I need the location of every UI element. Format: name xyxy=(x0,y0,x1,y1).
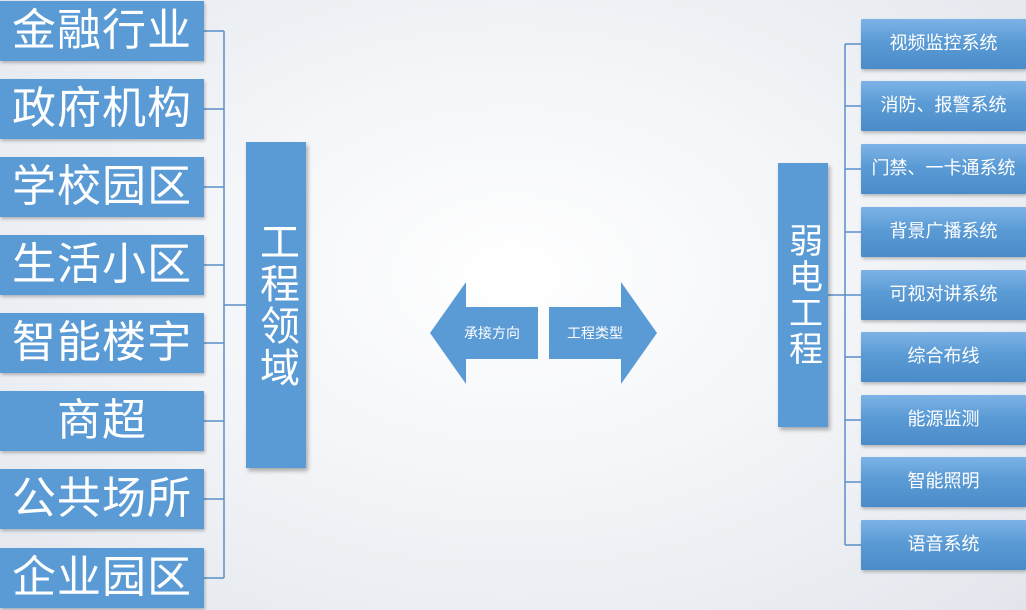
industry-box-supermarket: 商超 xyxy=(0,391,204,451)
system-box-voice-system: 语音系统 xyxy=(861,520,1026,570)
industry-box-finance: 金融行业 xyxy=(0,1,204,61)
left-arrow: 承接方向 xyxy=(430,282,538,384)
industry-box-enterprise-park: 企业园区 xyxy=(0,548,204,608)
right-arrow-label: 工程类型 xyxy=(567,326,623,342)
industry-box-campus: 学校园区 xyxy=(0,157,204,217)
system-box-video-intercom: 可视对讲系统 xyxy=(861,270,1026,320)
right-arrow-shape xyxy=(549,282,657,384)
industry-box-smart-building: 智能楼宇 xyxy=(0,313,204,373)
system-box-smart-lighting: 智能照明 xyxy=(861,457,1026,507)
weak-current-engineering-title-text: 弱电工程 xyxy=(782,223,823,367)
weak-current-engineering-title: 弱电工程 xyxy=(778,163,828,427)
engineering-field-title: 工程领域 xyxy=(246,142,306,468)
left-arrow-label: 承接方向 xyxy=(464,326,520,342)
industry-box-public-places: 公共场所 xyxy=(0,469,204,529)
system-box-background-broadcast: 背景广播系统 xyxy=(861,207,1026,257)
right-arrow: 工程类型 xyxy=(549,282,657,384)
system-box-fire-alarm: 消防、报警系统 xyxy=(861,81,1026,131)
industry-box-government: 政府机构 xyxy=(0,79,204,139)
system-box-access-card: 门禁、一卡通系统 xyxy=(861,144,1026,194)
system-box-structured-cabling: 综合布线 xyxy=(861,332,1026,382)
system-box-video-surveillance: 视频监控系统 xyxy=(861,19,1026,69)
system-box-energy-monitoring: 能源监测 xyxy=(861,395,1026,445)
engineering-field-title-text: 工程领域 xyxy=(253,221,299,389)
industry-box-residential: 生活小区 xyxy=(0,235,204,295)
left-arrow-shape xyxy=(430,282,538,384)
